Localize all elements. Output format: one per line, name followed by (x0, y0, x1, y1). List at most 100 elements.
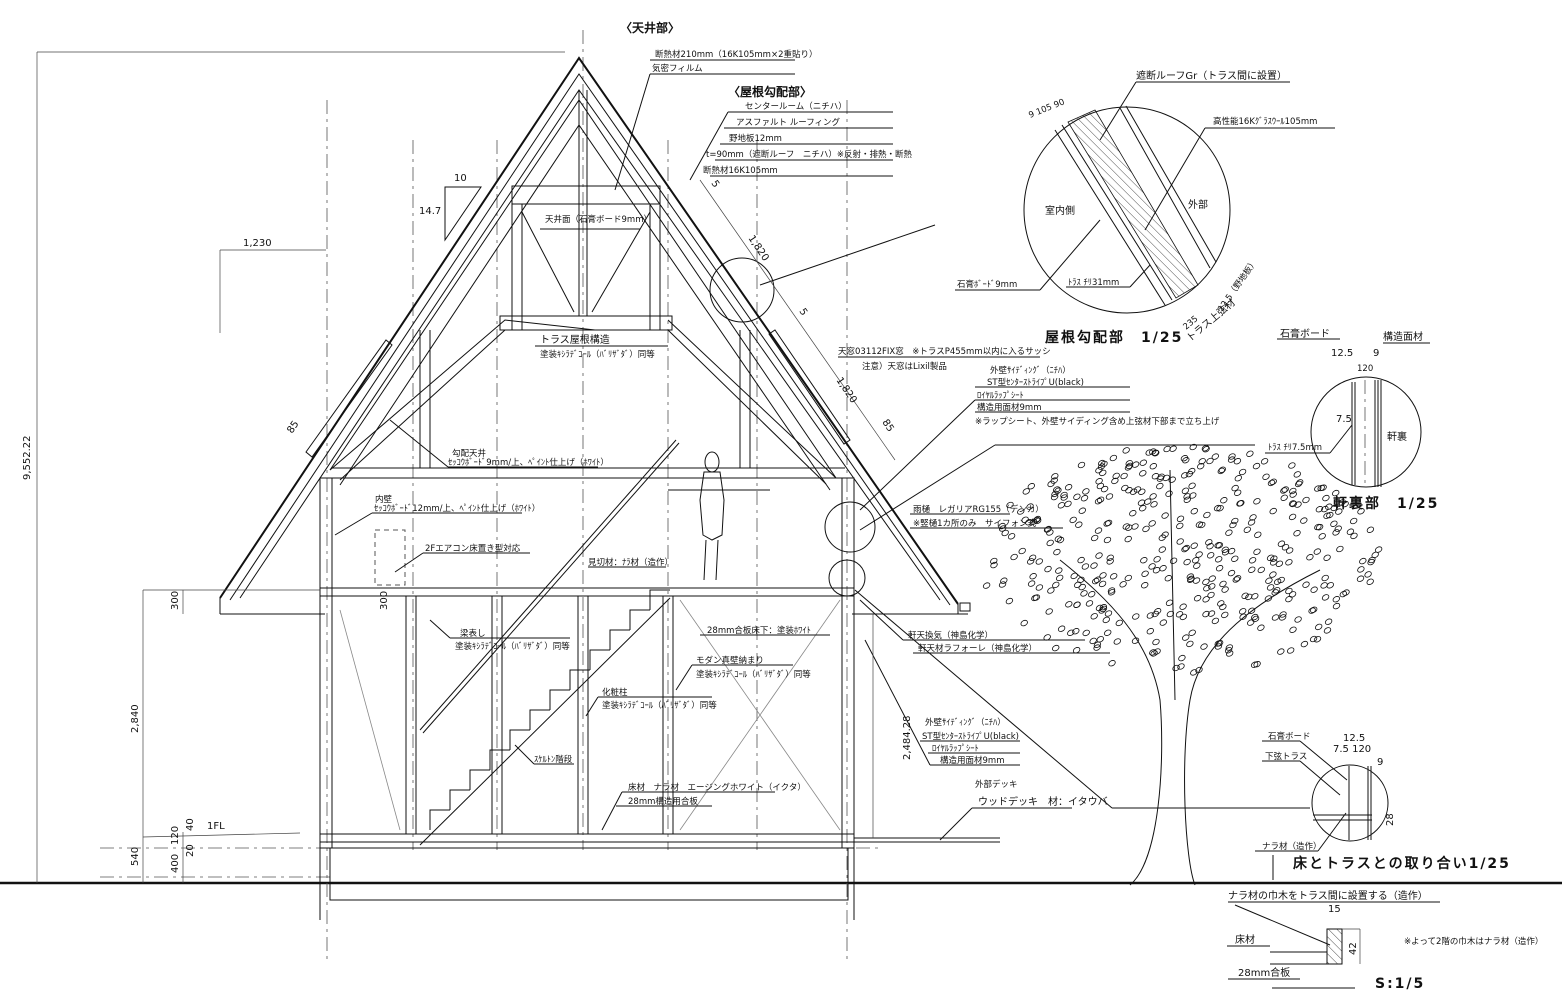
tree-leaf (1289, 626, 1297, 633)
tree-leaf (1202, 610, 1210, 618)
tree-leaf (1214, 542, 1222, 549)
eave-height-left: 300 (170, 591, 181, 610)
tree-leaf (1180, 455, 1189, 462)
tree-leaf (1215, 640, 1224, 647)
tree-leaf (1332, 529, 1340, 536)
tree-leaf (1371, 551, 1379, 559)
tree-leaf (1078, 507, 1086, 514)
inner-wall-finish: ｾｯｺｳﾎﾞｰﾄﾞ12mm/上、ﾍﾟｲﾝﾄ仕上げ（ﾎﾜｲﾄ） (374, 503, 540, 514)
tree-leaf (1238, 468, 1247, 476)
tree-leaf (1262, 473, 1270, 480)
tree-leaf (1159, 565, 1167, 572)
tree-leaf (1221, 546, 1229, 553)
tree-leaf (1132, 613, 1140, 620)
tree-leaf (1287, 647, 1295, 654)
truss-paint: 塗装ｷｼﾗﾃﾞｺｰﾙ（ﾊﾞﾘｻﾞﾀﾞ）同等 (540, 349, 655, 360)
tree-leaf (1072, 628, 1080, 635)
tree-leaf (1100, 485, 1109, 493)
tree-leaf (1105, 493, 1114, 500)
tree-leaf (1148, 520, 1156, 527)
tree-leaf (1203, 585, 1211, 592)
tree-leaf (1178, 654, 1186, 662)
tree-leaf (1152, 567, 1161, 574)
tree-leaf (1213, 504, 1222, 512)
tree-leaf (1099, 605, 1108, 613)
eave-structural: 構造面材 (1383, 330, 1423, 343)
tree-leaf (1133, 486, 1142, 493)
tree-leaf (1165, 599, 1174, 606)
tree-leaf (1226, 650, 1234, 657)
tree-leaf (1164, 575, 1172, 582)
siding-upper-type: ST型ｾﾝﾀｰｽﾄﾗｲﾌﾟU(black) (987, 378, 1084, 388)
plywood-underside: 28mm合板床下：塗装ﾎﾜｲﾄ (707, 625, 811, 636)
stair-step (589, 649, 610, 670)
tree-leaf (1257, 566, 1265, 574)
tree-leaf (1077, 576, 1085, 584)
tree-leaf (1206, 543, 1214, 550)
tree-leaf (1330, 520, 1338, 527)
tree-leaf (1211, 617, 1220, 625)
tree-leaf (1243, 526, 1251, 533)
shield-roof-gr: 遮断ルーフGr（トラス間に設置） (1136, 69, 1287, 82)
tree-leaf (1326, 511, 1334, 519)
tree-leaf (1022, 488, 1030, 495)
tree-leaf (1098, 580, 1107, 588)
eave-truss-gap: ﾄﾗｽ ﾁﾘ7.5mm (1268, 443, 1322, 453)
tree-leaf (1073, 493, 1081, 500)
eave-dim-width: 120 (1357, 364, 1373, 374)
stair-step (509, 729, 530, 750)
tree-leaf (1245, 593, 1253, 601)
tree-leaf (1046, 539, 1054, 547)
decor-post-paint: 塗装ｷｼﾗﾃﾞｺｰﾙ（ﾊﾞﾘｻﾞﾀﾞ）同等 (602, 700, 717, 711)
first-floor-height: 2,840 (130, 704, 141, 733)
beam-paint: 塗装ｷｼﾗﾃﾞｺｰﾙ（ﾊﾞﾘｻﾞﾀﾞ）同等 (455, 641, 570, 652)
tree-leaf (1148, 563, 1156, 570)
tree-leaf (1027, 483, 1035, 490)
tree-leaf (1350, 517, 1358, 525)
eave-gypsum: 石膏ボード (1280, 327, 1330, 340)
layer-dims: 9 105 90 (1027, 97, 1066, 120)
truss-structure: トラス屋根構造 (540, 333, 610, 346)
tree-leaf (1082, 488, 1090, 495)
stair-step (529, 709, 550, 730)
tree-leaf (1247, 619, 1255, 626)
tree-leaf (1044, 525, 1052, 533)
tree-leaf (1060, 491, 1068, 499)
tree-leaf (1323, 512, 1331, 519)
glasswool: 高性能16Kｸﾞﾗｽｳｰﾙ105mm (1213, 116, 1317, 127)
tree-leaf (1186, 640, 1194, 648)
inside-label: 室内側 (1045, 204, 1075, 217)
tree-leaf (990, 557, 998, 565)
slope-ceiling-finish: ｾｯｺｳﾎﾞｰﾄﾞ9mm/上、ﾍﾟｲﾝﾄ仕上げ（ﾎﾜｲﾄ） (448, 457, 609, 468)
tree-leaf (1195, 551, 1203, 558)
tree-leaf (1090, 562, 1098, 569)
tree-leaf (1139, 505, 1147, 512)
stair-step (489, 749, 510, 770)
tree-leaf (1239, 613, 1247, 620)
tree-leaf (1324, 618, 1333, 625)
tree-leaf (1313, 548, 1321, 555)
tree-leaf (1175, 611, 1184, 618)
tree-leaf (1139, 459, 1147, 466)
tree-leaf (1005, 597, 1014, 605)
tree-leaf (1294, 501, 1302, 508)
right-wall-height: 2,484.28 (902, 715, 913, 760)
tree-leaf (1217, 600, 1225, 607)
tree-leaf (1234, 475, 1242, 482)
overall-height-dimension: 9,552.22 (22, 51, 565, 883)
tree-leaf (1207, 552, 1215, 559)
roof-insulation: 断熱材16K105mm (703, 165, 778, 176)
tree-leaf (1211, 453, 1219, 460)
tree-leaf (1032, 516, 1041, 524)
tree-leaf (1142, 525, 1150, 533)
leader-lines (334, 59, 1130, 841)
gutter: 雨樋 レガリアRG155（デンカ） (913, 504, 1044, 515)
tree-leaf (1146, 628, 1154, 635)
tree-leaf (1269, 478, 1277, 485)
tree-leaf (1266, 554, 1275, 561)
tree-leaf (1028, 554, 1037, 561)
stair-stringer (419, 597, 671, 846)
tree-leaf (1271, 589, 1279, 596)
tree-leaf (1234, 489, 1242, 496)
